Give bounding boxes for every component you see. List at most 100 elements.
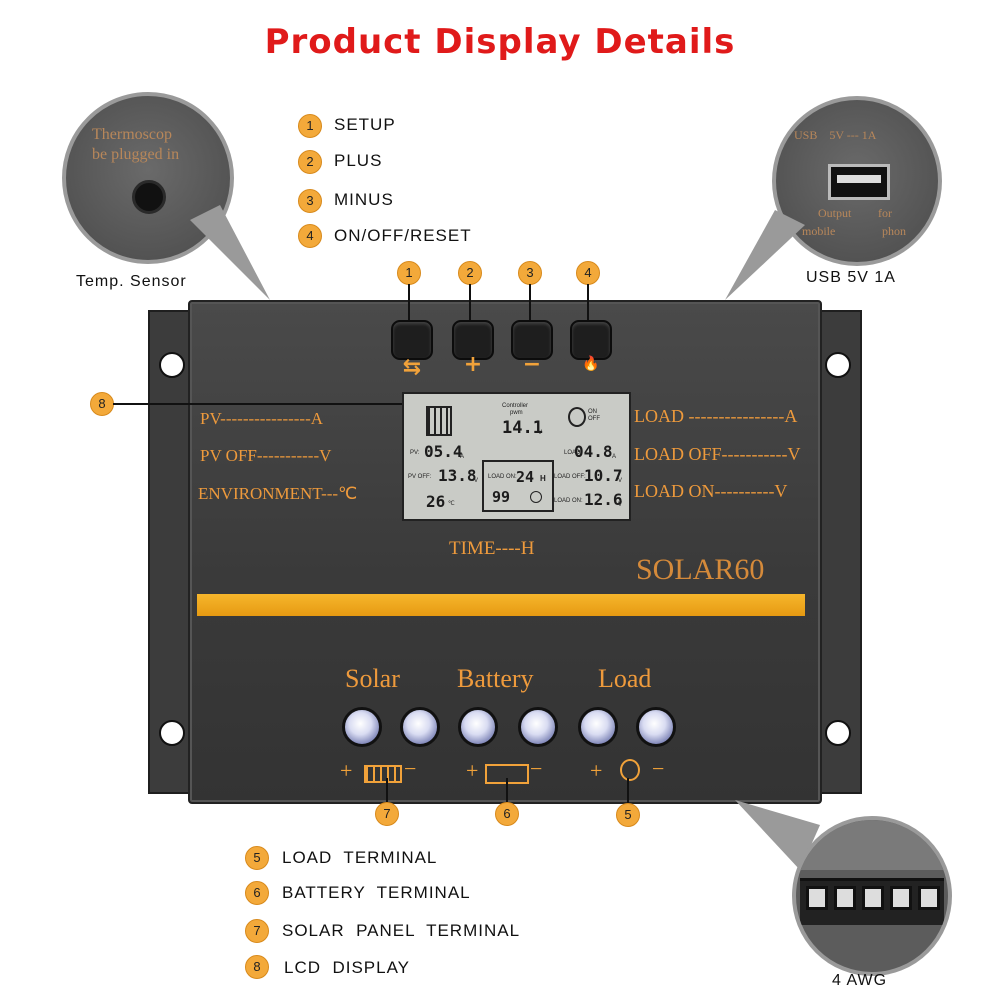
lcd-load-on-value: 12.6 <box>584 490 623 509</box>
usb-caption: USB 5V 1A <box>806 269 896 286</box>
legend-badge-4: 4 <box>298 224 322 248</box>
lcd-on-label: ON <box>588 409 597 415</box>
lcd-battery-voltage: 14.1 <box>502 418 543 438</box>
setup-icon: ⇆ <box>402 355 422 380</box>
setup-button[interactable] <box>391 320 433 360</box>
legend-label-solar-panel-terminal: SOLAR PANEL TERMINAL <box>282 921 521 940</box>
awg-caption: 4 AWG <box>832 972 888 989</box>
lcd-pv-label: PV: <box>410 450 420 456</box>
lcd-pv-off-value: 13.8 <box>438 466 477 485</box>
button-badge-4: 4 <box>576 261 600 285</box>
label-pv-off: PV OFF-----------V <box>200 446 332 465</box>
legend-badge-5: 5 <box>245 846 269 870</box>
label-pv: PV----------------A <box>200 409 324 428</box>
button-badge-3: 3 <box>518 261 542 285</box>
lcd-battery-value: 99 <box>492 488 511 506</box>
button-badge-2: 2 <box>458 261 482 285</box>
lcd-off-label: OFF <box>588 416 600 422</box>
terminal-badge-5: 5 <box>616 803 640 827</box>
usb-zoom-mobile: mobile <box>802 224 836 238</box>
decorative-stripe <box>197 594 805 616</box>
lcd-battery-icon <box>482 460 554 512</box>
lcd-temp-unit: ℃ <box>448 501 455 507</box>
legend-label-onoff: ON/OFF/RESET <box>334 226 472 245</box>
load-minus-mark: − <box>652 756 665 781</box>
lcd-pv-unit: A <box>460 454 465 460</box>
lcd-load-on-inner-label: LOAD ON: <box>488 474 517 480</box>
legend-label-plus: PLUS <box>334 151 383 170</box>
lcd-load-label: LOAD <box>564 450 581 456</box>
button-badge-1: 1 <box>397 261 421 285</box>
lcd-display: Controller pwm 14.1 V ON OFF PV: 05.4 A … <box>402 392 631 521</box>
lcd-pv-off-unit: V <box>474 478 479 484</box>
battery-plus-mark: + <box>466 758 479 783</box>
usb-zoom-line1: USB 5V --- 1A <box>794 128 877 142</box>
usb-pointer <box>725 210 805 300</box>
usb-zoom: USB 5V --- 1A Output for mobile phon <box>772 96 942 266</box>
usb-zoom-output: Output <box>818 206 852 220</box>
load-minus-terminal[interactable] <box>636 707 676 747</box>
lcd-pwm-label: pwm <box>510 410 523 416</box>
minus-button[interactable] <box>511 320 553 360</box>
legend-badge-8: 8 <box>245 955 269 979</box>
lcd-load-unit: A <box>612 454 617 460</box>
temp-sensor-pointer <box>190 205 270 300</box>
terminal-badge-6: 6 <box>495 802 519 826</box>
label-environment: ENVIRONMENT---℃ <box>198 484 358 503</box>
legend-badge-2: 2 <box>298 150 322 174</box>
legend-label-load-terminal: LOAD TERMINAL <box>282 848 438 867</box>
model-name: SOLAR60 <box>636 553 765 586</box>
terminal-header-solar: Solar <box>345 664 400 693</box>
solar-controller <box>148 300 862 804</box>
solar-minus-mark: − <box>404 756 417 781</box>
plus-icon: + <box>463 352 483 377</box>
lcd-pv-value: 05.4 <box>424 442 463 461</box>
lcd-badge-8: 8 <box>90 392 114 416</box>
lcd-load-on-label: LOAD ON: <box>554 498 583 504</box>
awg-zoom <box>792 816 952 976</box>
temp-sensor-caption: Temp. Sensor <box>76 273 187 290</box>
legend-label-battery-terminal: BATTERY TERMINAL <box>282 883 471 902</box>
legend-label-lcd-display: LCD DISPLAY <box>284 958 411 977</box>
lcd-hours-unit: H <box>540 474 546 483</box>
lcd-load-off-value: 10.7 <box>584 466 623 485</box>
legend-badge-7: 7 <box>245 919 269 943</box>
lcd-voltage-unit: V <box>538 430 543 436</box>
zoom-text-line1: Thermoscop <box>92 126 172 143</box>
label-time: TIME----H <box>449 538 535 559</box>
battery-plus-terminal[interactable] <box>458 707 498 747</box>
flame-icon: 🔥 <box>582 356 600 372</box>
solar-plus-mark: + <box>340 758 353 783</box>
usb-zoom-for: for <box>878 206 892 220</box>
legend-badge-3: 3 <box>298 189 322 213</box>
lcd-hours-value: 24 <box>516 468 535 486</box>
legend-label-minus: MINUS <box>334 190 394 209</box>
plus-button[interactable] <box>452 320 494 360</box>
legend-badge-6: 6 <box>245 881 269 905</box>
solar-plus-terminal[interactable] <box>342 707 382 747</box>
lcd-pv-off-label: PV OFF: <box>408 474 432 480</box>
battery-minus-mark: − <box>530 756 543 781</box>
legend-badge-1: 1 <box>298 114 322 138</box>
lcd-load-off-label: LOAD OFF: <box>554 474 586 480</box>
label-load-off: LOAD OFF-----------V <box>634 444 801 464</box>
lcd-temp-value: 26 <box>426 492 446 511</box>
solar-panel-icon <box>364 765 402 783</box>
usb-zoom-phone: phon <box>882 224 906 238</box>
legend-label-setup: SETUP <box>334 115 396 134</box>
controller-face <box>188 300 822 804</box>
lcd-controller-label: Controller <box>502 403 529 409</box>
lcd-solar-panel-icon <box>426 406 452 436</box>
zoom-text-line2: be plugged in <box>92 146 180 163</box>
load-plus-terminal[interactable] <box>578 707 618 747</box>
page-title: Product Display Details <box>264 22 736 62</box>
terminal-badge-7: 7 <box>375 802 399 826</box>
label-load: LOAD ----------------A <box>634 406 798 426</box>
battery-minus-terminal[interactable] <box>518 707 558 747</box>
terminal-header-load: Load <box>598 664 652 693</box>
solar-minus-terminal[interactable] <box>400 707 440 747</box>
label-load-on: LOAD ON----------V <box>634 481 788 501</box>
load-plus-mark: + <box>590 758 603 783</box>
onoff-reset-button[interactable] <box>570 320 612 360</box>
lcd-load-value: 04.8 <box>574 442 613 461</box>
